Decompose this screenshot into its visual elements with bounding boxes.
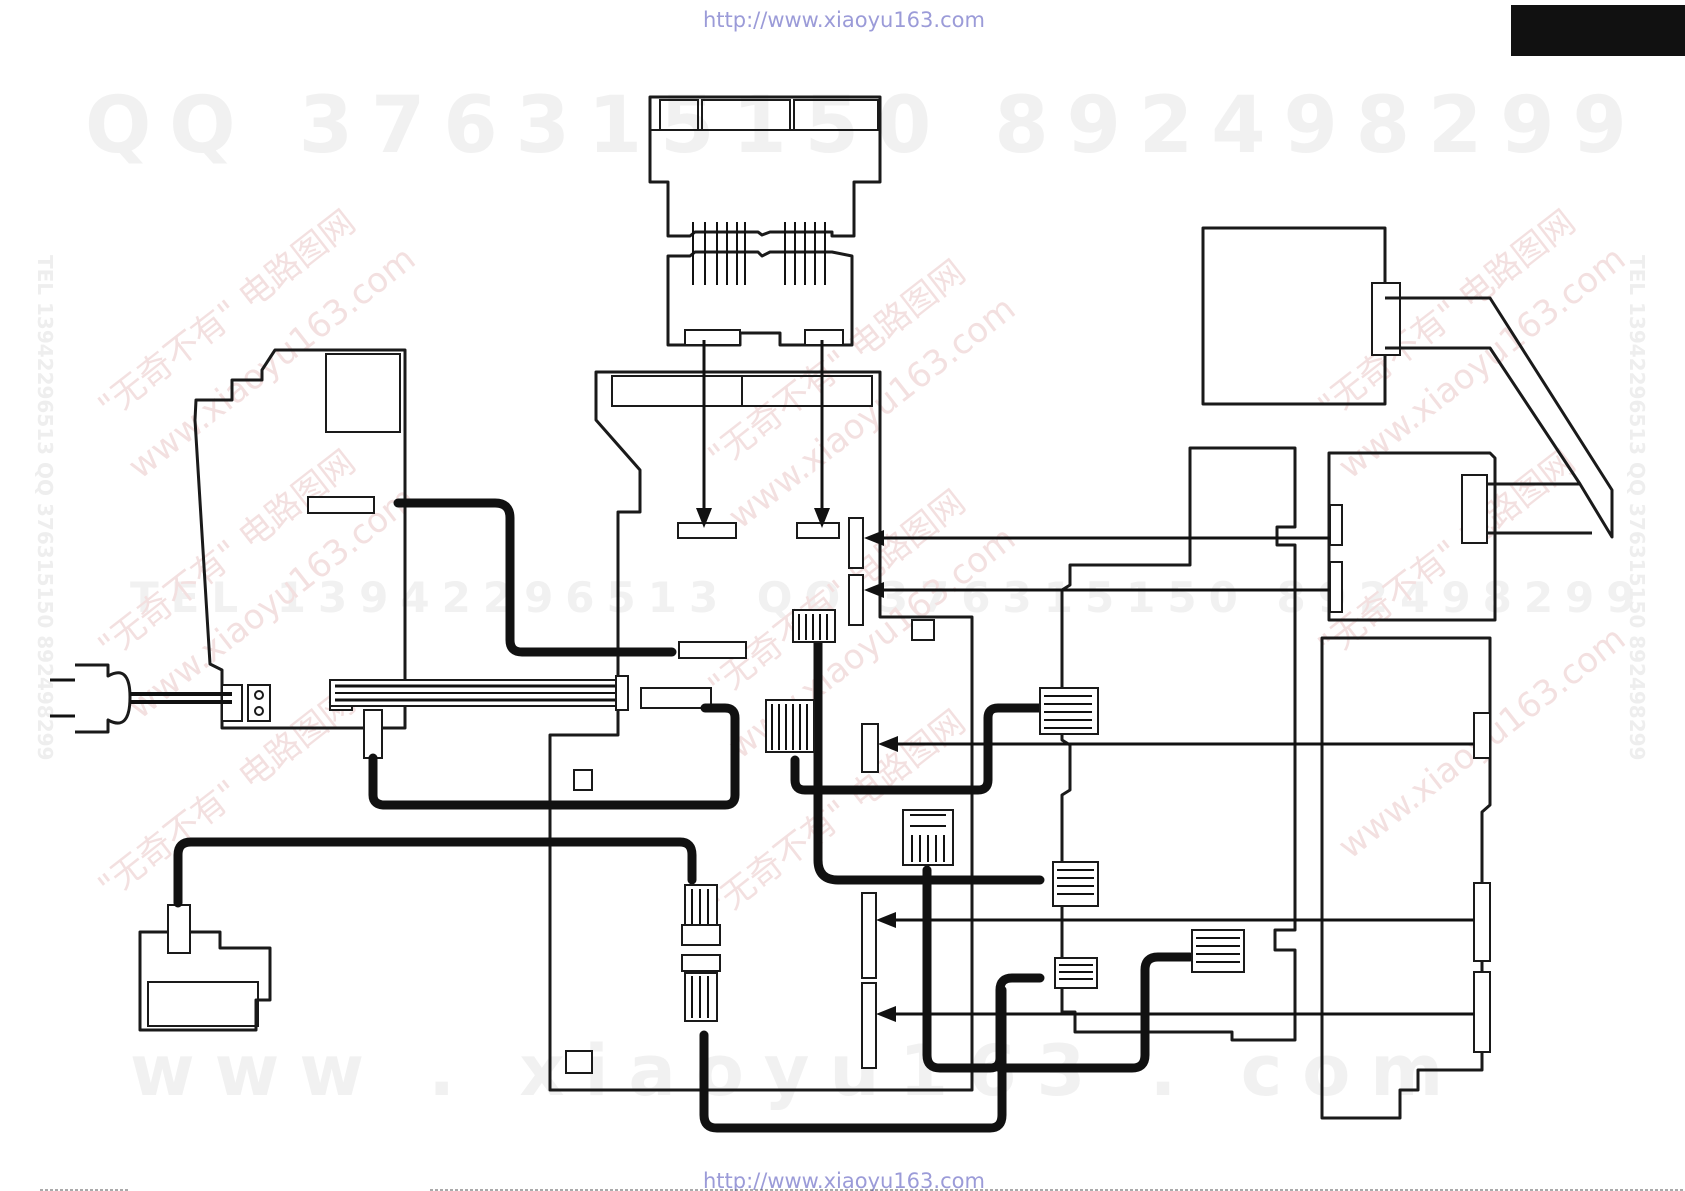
cable-bottom-loop bbox=[699, 985, 1007, 1133]
corner-black-block bbox=[1511, 5, 1685, 56]
watermark-side-left: TEL 13942296513 QQ 376315150 892498299 bbox=[33, 255, 57, 760]
main-board-conn-a bbox=[677, 522, 737, 539]
operation-board bbox=[1327, 451, 1497, 622]
ribbon-cable-end bbox=[615, 675, 629, 711]
top-board-connector-left bbox=[684, 329, 741, 346]
operation-board-connector bbox=[1461, 474, 1488, 544]
power-board-conn-4 bbox=[363, 709, 383, 759]
power-board-outline bbox=[193, 348, 407, 730]
cable-power-to-main bbox=[393, 498, 677, 657]
display-flex-cable-edge bbox=[1385, 346, 1582, 485]
power-plug-body bbox=[75, 663, 132, 734]
ribbon-cable-main bbox=[329, 675, 629, 711]
main-board-outline bbox=[548, 370, 974, 1092]
watermark-tel: TEL 13942296513 QQ 376315150 892498299 bbox=[130, 573, 1647, 622]
display-board-connector bbox=[1371, 282, 1401, 356]
main-board-conn-d bbox=[848, 574, 864, 626]
top-board bbox=[648, 95, 882, 347]
main-board-square-1 bbox=[911, 619, 935, 641]
bottom-left-board-module bbox=[147, 981, 259, 1027]
right-amp-port-2 bbox=[1473, 882, 1491, 962]
main-board bbox=[548, 370, 974, 1092]
right-amp-port-3 bbox=[1473, 971, 1491, 1053]
watermark-qq: QQ 376315150 892498299 bbox=[85, 81, 1645, 171]
cables bbox=[173, 498, 1195, 1133]
power-board-fuse-hole-1 bbox=[254, 690, 264, 700]
main-board-square-2 bbox=[573, 769, 593, 791]
main-board-conn-b bbox=[796, 522, 840, 539]
main-board-conn-e bbox=[861, 723, 879, 773]
power-board-fuse bbox=[247, 684, 271, 722]
top-board-flex-pins bbox=[692, 222, 826, 285]
top-board-cell-3 bbox=[793, 99, 879, 131]
main-board-conn-g bbox=[861, 982, 877, 1069]
top-board-upper bbox=[648, 95, 882, 238]
main-board-conn-h bbox=[678, 641, 747, 659]
watermark-side-right: TEL 13942296513 QQ 376315150 892498299 bbox=[1625, 255, 1649, 760]
main-board-conn-i bbox=[640, 687, 712, 709]
top-url-text: http://www.xiaoyu163.com bbox=[703, 8, 985, 32]
cable-loop-bottom bbox=[368, 703, 740, 810]
cable-main-to-middle-1 bbox=[813, 635, 1045, 885]
connector-f bbox=[1191, 929, 1245, 973]
watermark-www: www . xiaoyu163 . com bbox=[130, 1030, 1463, 1112]
operation-board-port-1 bbox=[1329, 504, 1343, 546]
arrows bbox=[696, 340, 1474, 1022]
top-board-cell-2 bbox=[701, 99, 791, 131]
operation-board-port-2 bbox=[1329, 561, 1343, 613]
power-board-conn-1 bbox=[307, 496, 375, 514]
power-plug-icon bbox=[50, 663, 232, 734]
connector-i bbox=[681, 924, 721, 946]
connector-j bbox=[681, 954, 721, 972]
bottom-url-text: http://www.xiaoyu163.com bbox=[703, 1169, 985, 1191]
bottom-left-connector bbox=[167, 904, 191, 954]
right-amp-port-1 bbox=[1473, 712, 1491, 759]
power-board-fuse-hole-2 bbox=[254, 706, 264, 716]
cable-bottom-left bbox=[173, 837, 697, 908]
bottom-left-board bbox=[138, 930, 272, 1032]
cable-main-to-middle-2 bbox=[790, 703, 1045, 795]
main-board-square-3 bbox=[565, 1050, 593, 1074]
connector-d bbox=[1052, 861, 1099, 907]
power-board-transformer bbox=[325, 353, 401, 433]
cable-connectors bbox=[681, 609, 1245, 1022]
top-board-cell-1 bbox=[659, 99, 699, 131]
main-board-conn-c bbox=[848, 517, 864, 569]
top-board-connector-right bbox=[804, 329, 844, 346]
main-board-conn-f bbox=[861, 892, 877, 979]
